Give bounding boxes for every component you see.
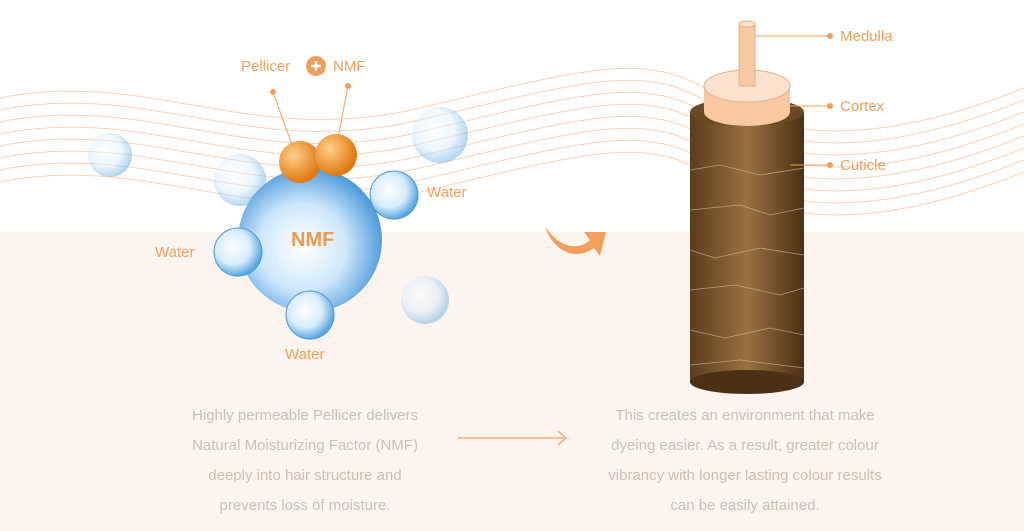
background-band [0,232,1024,531]
background-bubbles [88,107,468,324]
water-bubble [213,227,263,277]
text-line: This creates an environment that make [615,407,875,424]
wave-lines [0,67,1024,216]
medulla-label: Medulla [840,28,893,45]
water-bubble [369,170,419,220]
text-line: dyeing easier. As a result, greater colo… [611,437,879,454]
nmf-sphere [238,168,382,312]
pellicer-label: Pellicer [241,58,291,75]
text-line: deeply into hair structure and [208,467,402,484]
curved-arrow-icon [545,226,606,256]
water-bubble [285,290,335,340]
text-line: Natural Moisturizing Factor (NMF) [192,437,418,454]
pellicer-ball [279,141,321,183]
cortex-label: Cortex [840,98,885,115]
text-line: vibrancy with longer lasting colour resu… [608,467,882,484]
water-label-bottom: Water [285,346,325,363]
cuticle-label: Cuticle [840,157,886,174]
left-description: Highly permeable Pellicer delivers Natur… [150,401,460,521]
water-label-left: Water [155,244,195,261]
text-line: Highly permeable Pellicer delivers [192,407,418,424]
arrow-right-icon [458,430,568,446]
right-description: This creates an environment that make dy… [570,401,920,521]
text-line: can be easily attained. [670,497,820,514]
hair-cross-section [689,20,805,394]
nmf-label: NMF [333,58,366,75]
pellicer-ball [315,134,357,176]
nmf-core-label: NMF [291,229,335,251]
text-line: prevents loss of moisture. [219,497,391,514]
water-label-right: Water [427,184,467,201]
